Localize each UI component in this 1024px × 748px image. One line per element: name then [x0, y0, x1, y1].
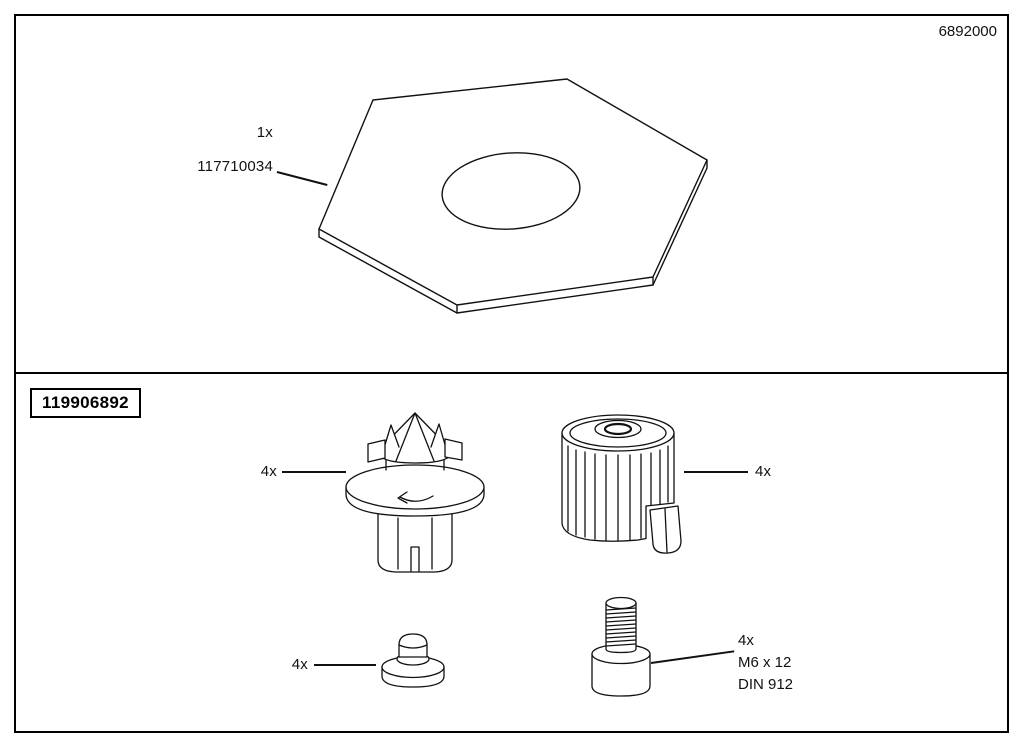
screw-quantity-label: 4x	[738, 632, 754, 649]
leader-line-rivet	[314, 664, 376, 666]
sleeve-drawing	[561, 414, 682, 554]
screw-standard-label: DIN 912	[738, 676, 794, 693]
diagram-frame: 6892000 1x 117710034 119906892 4x	[14, 14, 1009, 733]
plate-quantity-label: 1x	[256, 124, 273, 141]
hex-plate-drawing	[318, 78, 708, 314]
screw-size-label: M6 x 12	[738, 654, 792, 671]
kit-number: 119906892	[42, 393, 129, 412]
plug-quantity-label: 4x	[260, 463, 277, 480]
sleeve-quantity-label: 4x	[755, 463, 772, 480]
plug-drawing	[345, 412, 485, 573]
kit-number-box: 119906892	[30, 388, 141, 418]
leader-line-plug	[282, 471, 346, 473]
screw-label-block: 4x M6 x 12 DIN 912	[738, 630, 793, 696]
plate-part-number-label: 117710034	[197, 158, 273, 175]
rivet-quantity-label: 4x	[291, 656, 308, 673]
doc-number: 6892000	[938, 23, 997, 40]
leader-line-sleeve	[684, 471, 748, 473]
screw-drawing	[591, 596, 651, 697]
section-divider	[16, 372, 1007, 374]
rivet-drawing	[381, 633, 445, 688]
